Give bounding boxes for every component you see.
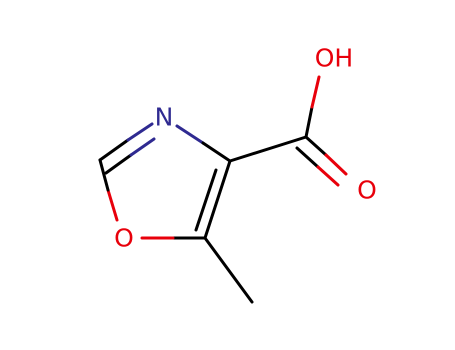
bond-c4-carboxyl	[228, 135, 308, 163]
atom-label-hydroxyl: OH	[315, 44, 353, 73]
atom-label-carbonyl-oxygen: O	[357, 176, 377, 205]
atom-label-ring-oxygen: O	[114, 224, 134, 253]
bond-carboxyl-carbonyl-double	[295, 135, 348, 187]
bond-c4-c5-double	[194, 159, 232, 240]
bond-n3-c4	[175, 124, 232, 163]
bond-carboxyl-hydroxyl	[304, 75, 321, 139]
bond-o1-c2	[98, 158, 119, 222]
bond-c2-n3-double	[98, 122, 156, 175]
atom-label-nitrogen: N	[155, 103, 174, 132]
bond-c5-methyl	[203, 236, 254, 304]
